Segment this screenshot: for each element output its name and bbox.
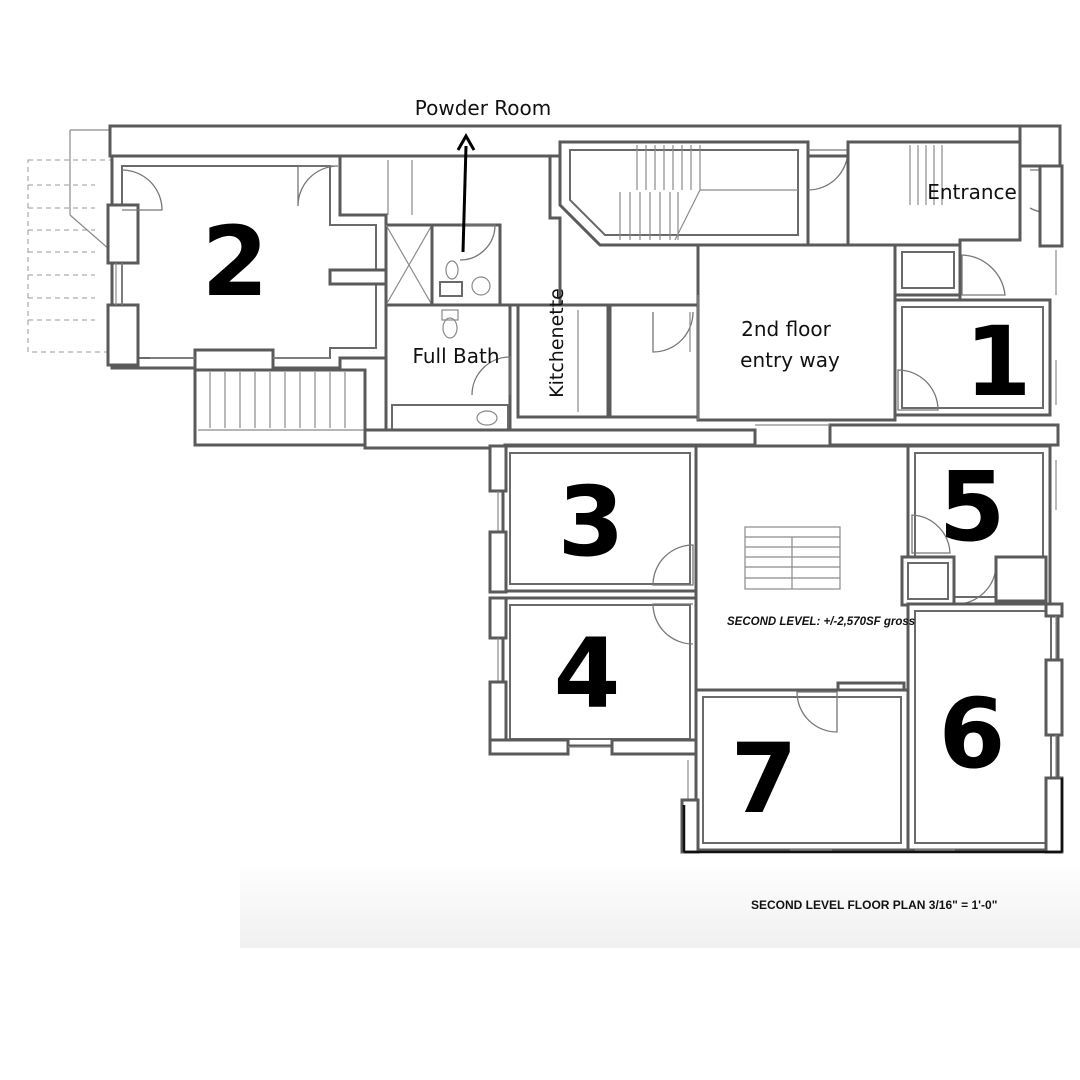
room-number-2: 2 xyxy=(202,206,269,318)
room-number-5: 5 xyxy=(939,451,1006,563)
room-2 xyxy=(106,154,388,372)
room-6 xyxy=(906,602,1064,854)
second-level-area-note: SECOND LEVEL: +/-2,570SF gross xyxy=(727,616,915,628)
corridor xyxy=(363,423,1060,450)
kitchenette-label: Kitchenette xyxy=(546,288,568,398)
room-1 xyxy=(893,250,1057,417)
exterior-deck xyxy=(27,129,113,353)
powder-room-arrow xyxy=(456,132,476,253)
paper-fade xyxy=(240,860,1080,948)
entry-way-label-line1: 2nd floor xyxy=(741,317,832,341)
room-number-4: 4 xyxy=(554,618,621,730)
entrance-label: Entrance xyxy=(927,180,1017,204)
exterior-stair-lower xyxy=(193,368,367,447)
room-number-1: 1 xyxy=(965,306,1032,418)
entry-way xyxy=(696,243,897,422)
room-5 xyxy=(900,444,1057,607)
room-number-7: 7 xyxy=(731,723,798,835)
room-number-6: 6 xyxy=(939,678,1006,790)
entry-way-label-line2: entry way xyxy=(740,348,840,372)
central-hall xyxy=(694,444,910,725)
room-number-3: 3 xyxy=(558,466,625,578)
room-7 xyxy=(680,688,910,854)
main-stair xyxy=(558,140,849,247)
kitchenette-block xyxy=(516,303,700,419)
full-bath-label: Full Bath xyxy=(412,344,499,368)
plan-title: SECOND LEVEL FLOOR PLAN 3/16" = 1'-0" xyxy=(751,898,997,912)
room-4 xyxy=(488,596,698,756)
powder-room-label: Powder Room xyxy=(415,96,551,120)
